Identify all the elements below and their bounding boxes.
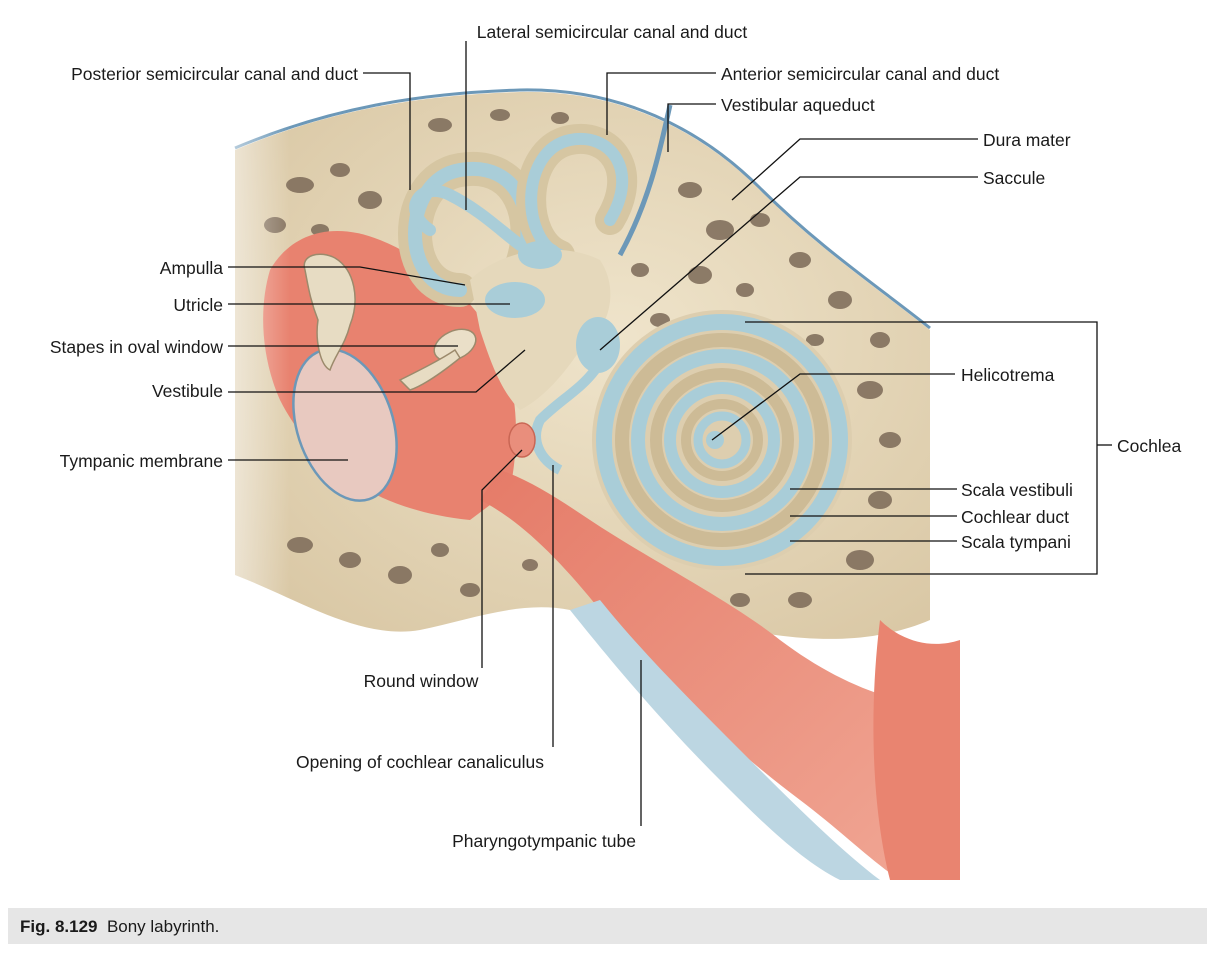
cochlea-spiral (592, 310, 852, 570)
round-window-shape (508, 422, 536, 458)
label-scala-vestibuli: Scala vestibuli (961, 480, 1073, 500)
label-cochlear-duct: Cochlear duct (961, 507, 1069, 527)
label-saccule: Saccule (983, 168, 1046, 188)
left-fade (180, 100, 290, 620)
label-ampulla: Ampulla (159, 258, 223, 278)
pharyngotympanic-tube-shape (480, 470, 900, 880)
label-vestibule: Vestibule (151, 381, 223, 401)
label-dura-mater: Dura mater (983, 130, 1071, 150)
label-posterior-canal: Posterior semicircular canal and duct (71, 64, 358, 84)
label-vestibular-aqueduct: Vestibular aqueduct (721, 95, 875, 115)
label-pharyngotympanic-tube: Pharyngotympanic tube (452, 831, 636, 851)
pharynx-wall (873, 620, 960, 880)
label-lateral-canal: Lateral semicircular canal and duct (476, 22, 748, 42)
label-cochlear-canaliculus: Opening of cochlear canaliculus (295, 752, 545, 772)
figure-caption-text: Bony labyrinth. (106, 917, 220, 936)
vestibular-aqueduct-shape (617, 104, 673, 257)
leader-lines (228, 41, 1112, 826)
label-tympanic-membrane: Tympanic membrane (59, 451, 223, 471)
label-scala-tympani: Scala tympani (961, 532, 1071, 552)
label-helicotrema: Helicotrema (961, 365, 1055, 385)
label-round-window: Round window (363, 671, 479, 691)
figure-caption: Fig. 8.129 Bony labyrinth. (20, 917, 219, 937)
caption-bar (8, 908, 1207, 944)
label-utricle: Utricle (173, 295, 223, 315)
label-anterior-canal: Anterior semicircular canal and duct (721, 64, 1000, 84)
figure-number: Fig. 8.129 (20, 917, 98, 936)
label-stapes: Stapes in oval window (49, 337, 223, 357)
ossicles (303, 253, 477, 391)
vestibule-complex (470, 241, 620, 475)
tube-mucosa-blue (570, 600, 880, 880)
bone-pores (264, 109, 901, 608)
semicircular-canals (398, 123, 638, 307)
label-cochlea: Cochlea (1117, 436, 1182, 456)
